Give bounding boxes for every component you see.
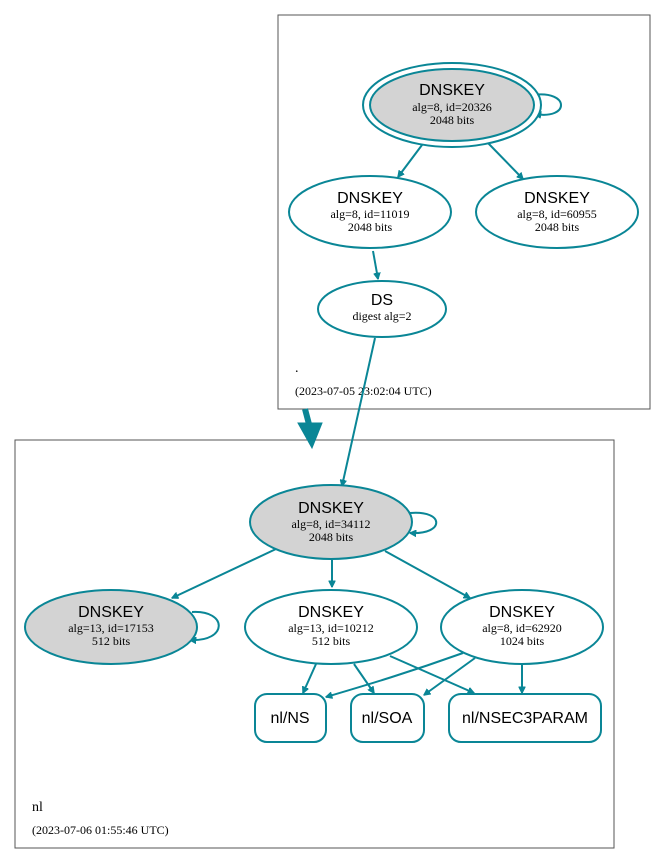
root-ds-title: DS — [371, 292, 393, 309]
root-ksk-node[interactable]: DNSKEY alg=8, id=20326 2048 bits — [362, 62, 542, 148]
edge-zsk1-to-ds — [372, 250, 378, 279]
edge-zsk8-to-soa — [424, 657, 476, 695]
root-zone-name: . — [295, 361, 299, 376]
root-ds-node[interactable]: DS digest alg=2 — [317, 280, 447, 338]
nl-zsk8-node[interactable]: DNSKEY alg=8, id=62920 1024 bits — [440, 589, 604, 665]
nl-ksk13-title: DNSKEY — [78, 604, 144, 621]
edge-zsk13-to-ns — [303, 663, 317, 693]
nl-ksk13-node[interactable]: DNSKEY alg=13, id=17153 512 bits — [24, 589, 198, 665]
rrset-nsec3param-label: nl/NSEC3PARAM — [462, 710, 588, 727]
nl-zsk8-title: DNSKEY — [489, 604, 555, 621]
root-zsk1-node[interactable]: DNSKEY alg=8, id=11019 2048 bits — [288, 175, 452, 249]
root-ksk-alg: alg=8, id=20326 — [412, 100, 492, 114]
nl-ksk-node[interactable]: DNSKEY alg=8, id=34112 2048 bits — [249, 484, 413, 560]
edge-ds-to-nl-ksk — [342, 337, 376, 486]
edge-zsk8-to-ns — [326, 652, 464, 697]
nl-ksk-title: DNSKEY — [298, 500, 364, 517]
nl-zone-name: nl — [32, 800, 43, 815]
root-zone-box — [277, 14, 651, 410]
rrset-soa-node[interactable]: nl/SOA — [350, 693, 425, 743]
nl-zsk13-node[interactable]: DNSKEY alg=13, id=10212 512 bits — [244, 589, 418, 665]
nl-ksk-alg: alg=8, id=34112 — [291, 517, 370, 531]
edge-zsk13-to-soa — [353, 663, 374, 693]
nl-ksk-bits: 2048 bits — [309, 530, 354, 544]
root-ksk-bits: 2048 bits — [430, 113, 475, 127]
edge-nl-ksk-to-ksk13 — [172, 548, 277, 599]
nl-zone-timestamp: (2023-07-06 01:55:46 UTC) — [32, 823, 169, 837]
root-zsk2-bits: 2048 bits — [535, 220, 580, 234]
root-zsk1-title: DNSKEY — [337, 190, 403, 207]
nl-zsk13-title: DNSKEY — [298, 604, 364, 621]
root-ksk-self-edge — [532, 93, 562, 114]
root-zsk1-bits: 2048 bits — [348, 220, 393, 234]
nl-zsk13-bits: 512 bits — [312, 634, 351, 648]
root-zsk1-alg: alg=8, id=11019 — [330, 207, 409, 221]
root-ds-digest: digest alg=2 — [352, 309, 411, 323]
nl-ksk13-self-edge — [190, 610, 220, 640]
nl-zsk13-alg: alg=13, id=10212 — [288, 621, 374, 635]
edge-nl-ksk-to-zsk8 — [384, 550, 470, 599]
rrset-ns-label: nl/NS — [270, 710, 309, 727]
rrset-ns-node[interactable]: nl/NS — [254, 693, 327, 743]
root-zsk2-title: DNSKEY — [524, 190, 590, 207]
root-zsk2-alg: alg=8, id=60955 — [517, 207, 597, 221]
root-zsk2-node[interactable]: DNSKEY alg=8, id=60955 2048 bits — [475, 175, 639, 249]
edge-root-ksk-to-zsk2 — [487, 142, 523, 179]
nl-ksk13-alg: alg=13, id=17153 — [68, 621, 154, 635]
edge-root-ksk-to-zsk1 — [398, 144, 423, 177]
delegation-arrow-head — [297, 422, 323, 450]
edge-zsk13-to-nsec3param — [389, 655, 474, 693]
rrset-soa-label: nl/SOA — [362, 710, 413, 727]
nl-zsk8-alg: alg=8, id=62920 — [482, 621, 562, 635]
rrset-nsec3param-node[interactable]: nl/NSEC3PARAM — [448, 693, 602, 743]
nl-ksk13-bits: 512 bits — [92, 634, 131, 648]
root-ksk-title: DNSKEY — [419, 82, 485, 99]
nl-zsk8-bits: 1024 bits — [500, 634, 545, 648]
nl-ksk-self-edge — [410, 511, 438, 533]
